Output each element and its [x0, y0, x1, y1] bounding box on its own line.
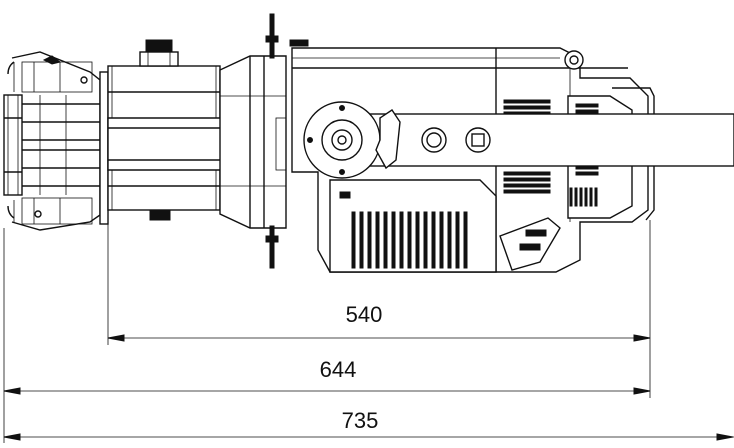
arrowhead-644-right [633, 387, 651, 395]
zoom-section [107, 39, 251, 221]
dimension-label-540: 540 [346, 302, 383, 327]
dimension-label-735: 735 [342, 408, 379, 433]
yoke-arm [303, 101, 734, 179]
dimension-lines: 540 644 735 [3, 220, 734, 443]
arrowhead-735-right [716, 433, 734, 441]
lens-barrel [3, 51, 109, 231]
dimension-label-644: 644 [320, 357, 357, 382]
shutter-section [219, 13, 309, 269]
arrowhead-735-left [3, 433, 21, 441]
arrowhead-644-left [3, 387, 21, 395]
arrowhead-540-right [633, 334, 651, 342]
arrowhead-540-left [107, 334, 125, 342]
